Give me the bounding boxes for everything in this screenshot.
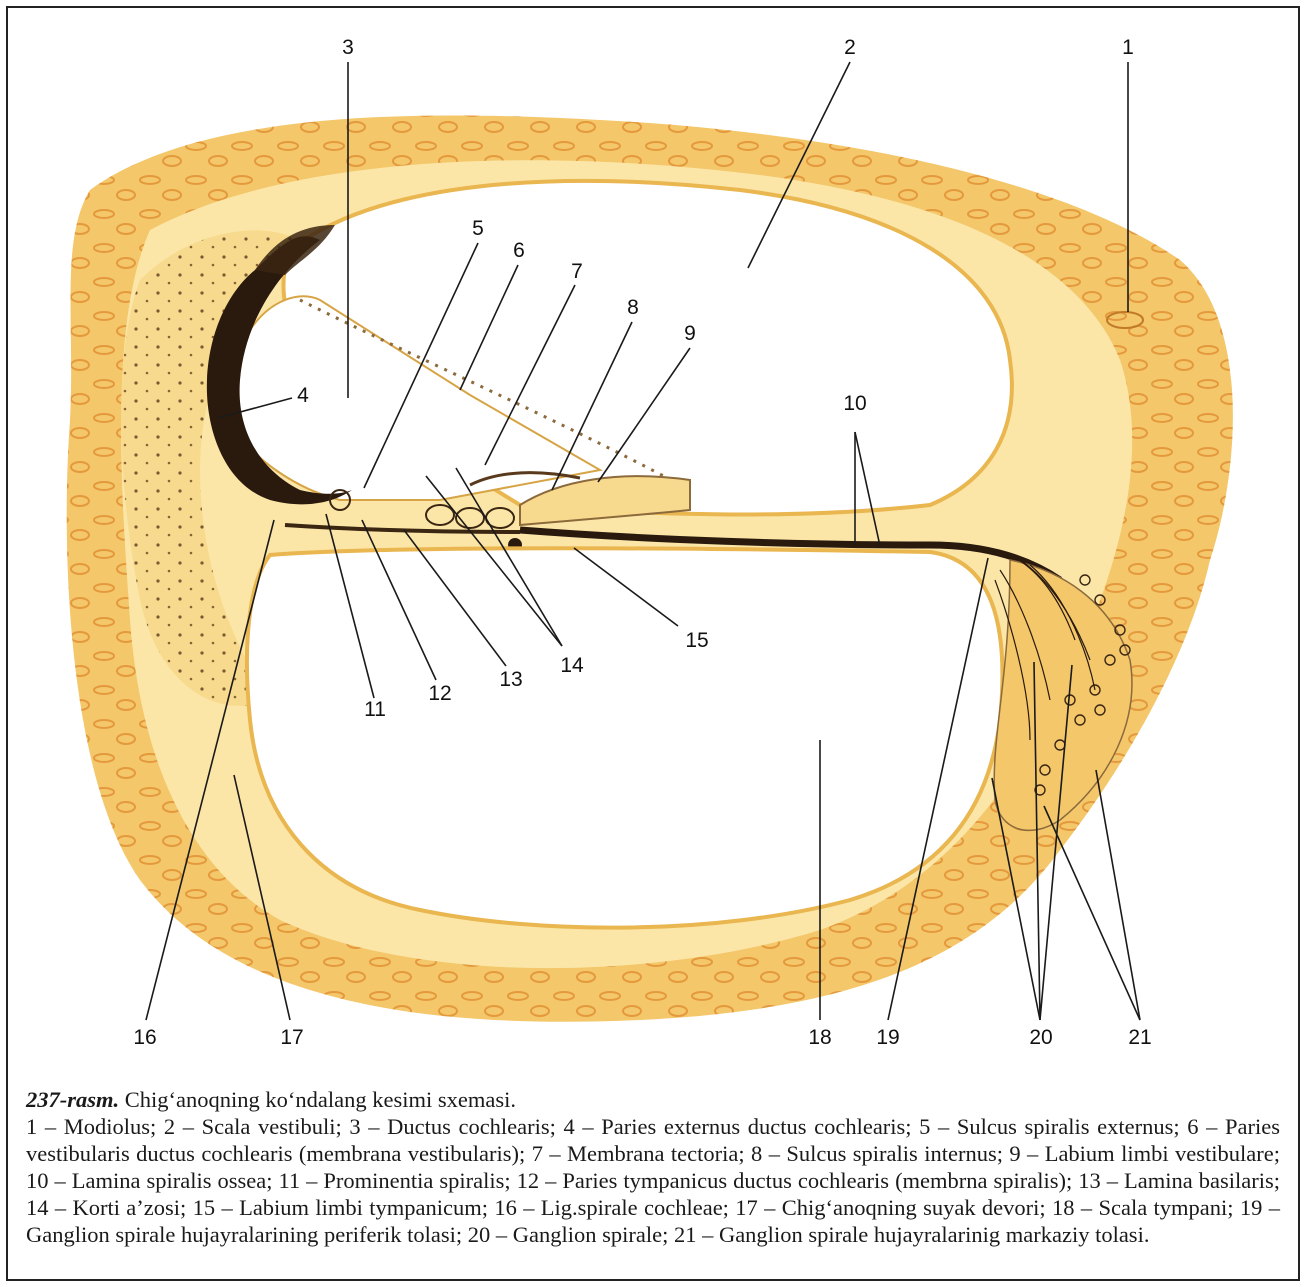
- label-5: 5: [472, 217, 484, 240]
- scala-tympani: [247, 548, 1003, 927]
- label-2: 2: [844, 36, 856, 59]
- label-9: 9: [684, 322, 696, 345]
- label-21: 21: [1128, 1026, 1151, 1049]
- label-15: 15: [685, 629, 708, 652]
- label-4: 4: [297, 384, 309, 407]
- label-8: 8: [627, 296, 639, 319]
- label-7: 7: [571, 260, 583, 283]
- cochlea-cross-section-diagram: 1 2 3 4 5 6 7 8 9 10 11 12 13 14 15 16 1…: [0, 0, 1310, 1075]
- label-14: 14: [560, 654, 584, 677]
- caption-title: Chig‘anoqning ko‘ndalang kesimi sxemasi.: [125, 1087, 516, 1112]
- label-10: 10: [843, 392, 866, 415]
- label-11: 11: [364, 698, 386, 721]
- label-6: 6: [513, 239, 525, 262]
- label-1: 1: [1122, 36, 1134, 59]
- label-18: 18: [808, 1026, 831, 1049]
- label-16: 16: [133, 1026, 156, 1049]
- label-19: 19: [876, 1026, 899, 1049]
- caption-title-line: 237-rasm. Chig‘anoqning ko‘ndalang kesim…: [26, 1086, 1280, 1113]
- label-13: 13: [499, 668, 522, 691]
- label-12: 12: [428, 682, 451, 705]
- caption-legend: 1 – Modiolus; 2 – Scala vestibuli; 3 – D…: [26, 1113, 1280, 1248]
- figure-caption: 237-rasm. Chig‘anoqning ko‘ndalang kesim…: [26, 1086, 1280, 1248]
- label-20: 20: [1029, 1026, 1052, 1049]
- caption-number: 237-rasm.: [26, 1087, 119, 1112]
- label-17: 17: [280, 1026, 303, 1049]
- label-3: 3: [342, 36, 354, 59]
